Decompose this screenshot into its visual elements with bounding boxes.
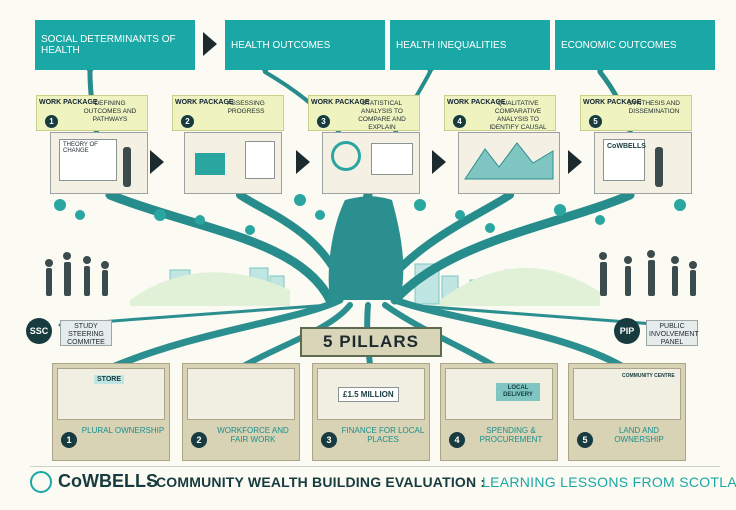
work-package-3: WORK PACKAGE 3 Statistical analysis to c… (308, 95, 420, 139)
outcome-label: Health Outcomes (231, 39, 331, 51)
footer-subtitle: - COMMUNITY WEALTH BUILDING EVALUATION : (147, 474, 486, 490)
pillar-number: 4 (449, 432, 465, 448)
work-package-5: WORK PACKAGE 5 Synthesis and disseminati… (580, 95, 692, 131)
work-package-2: WORK PACKAGE 2 Assessing progress (172, 95, 284, 131)
pillars-title: 5 PILLARS (300, 327, 442, 357)
scene-statistical-analysis (322, 132, 420, 194)
arrow-right-icon (432, 150, 446, 174)
whiteboard: Theory of Change (59, 139, 117, 181)
pillar-2: 2 Workforce and Fair Work (182, 363, 300, 461)
person-figure (123, 147, 131, 187)
pillar-number: 5 (577, 432, 593, 448)
community-centre-sign: COMMUNITY CENTRE (622, 373, 675, 379)
work-package-tag: WORK PACKAGE (311, 99, 370, 106)
work-package-description: Synthesis and dissemination (627, 100, 680, 115)
outcome-health: Health Outcomes (225, 20, 385, 70)
outcome-label: Social Determinants of Health (41, 34, 176, 56)
pillar-label: Plural Ownership (81, 426, 165, 435)
steering-committee-badge: SSC (26, 318, 52, 344)
scene-theory-of-change: Theory of Change (50, 132, 148, 194)
notice-board (245, 141, 275, 179)
pillar-scene: £1.5 MILLION (317, 368, 425, 420)
mountain-chart (464, 142, 554, 180)
work-package-number: 1 (45, 115, 58, 128)
pillar-3: £1.5 MILLION 3 Finance for Local Places (312, 363, 430, 461)
work-package-tag: WORK PACKAGE (39, 99, 98, 106)
tree-logo-icon (30, 471, 52, 493)
delivery-van-sign: LOCAL DELIVERY (496, 383, 540, 401)
steering-committee-label: Study Steering Commitee (60, 320, 112, 346)
pillar-scene (187, 368, 295, 420)
pillar-number: 1 (61, 432, 77, 448)
pillar-4: LOCAL DELIVERY 4 Spending & Procurement (440, 363, 558, 461)
person-figure (655, 147, 663, 187)
footer-tagline: LEARNING LESSONS FROM SCOTLAND (482, 474, 736, 490)
poster: CoWBELLS (603, 139, 646, 181)
pillar-scene: LOCAL DELIVERY (445, 368, 553, 420)
public-involvement-label: Public Involvement Panel (646, 320, 699, 346)
arrow-right-icon (568, 150, 582, 174)
pillar-number: 3 (321, 432, 337, 448)
outcome-economic: Economic Outcomes (555, 20, 715, 70)
work-package-number: 3 (317, 115, 330, 128)
cheque-amount: £1.5 MILLION (338, 387, 399, 402)
tree-trunk (328, 196, 404, 300)
whiteboard-title: Theory of Change (63, 142, 98, 154)
pillar-scene: COMMUNITY CENTRE (573, 368, 681, 420)
scene-synthesis: CoWBELLS (594, 132, 692, 194)
pillar-number: 2 (191, 432, 207, 448)
store-sign: STORE (94, 375, 124, 384)
work-package-description: Defining outcomes and pathways (83, 100, 137, 123)
pillar-label: Workforce and Fair Work (217, 426, 289, 444)
brand-name: CoWBELLS (58, 471, 158, 491)
outcome-label: Economic Outcomes (561, 39, 677, 51)
scene-qualitative-analysis (458, 132, 560, 194)
work-package-tag: WORK PACKAGE (175, 99, 234, 106)
work-package-number: 4 (453, 115, 466, 128)
hill-right (440, 267, 600, 306)
footer-banner: CoWBELLS - COMMUNITY WEALTH BUILDING EVA… (30, 466, 736, 497)
hill-left (130, 272, 290, 306)
outcome-social-determinants: Social Determinants of Health (35, 20, 195, 70)
work-package-number: 2 (181, 115, 194, 128)
computer-monitor (195, 153, 225, 175)
cycle-diagram (331, 141, 361, 171)
public-involvement-badge: PIP (614, 318, 640, 344)
community-people (45, 250, 697, 296)
pillar-label: Spending & Procurement (479, 426, 543, 444)
work-package-description: Assessing progress (227, 100, 265, 115)
pillar-1: STORE 1 Plural Ownership (52, 363, 170, 461)
work-package-tag: WORK PACKAGE (583, 99, 642, 106)
work-package-1: WORK PACKAGE 1 Defining outcomes and pat… (36, 95, 148, 131)
poster-title: CoWBELLS (607, 143, 646, 150)
arrow-right-icon (203, 32, 217, 56)
work-package-number: 5 (589, 115, 602, 128)
outcome-label: Health Inequalities (396, 39, 507, 51)
outcome-health-inequalities: Health Inequalities (390, 20, 550, 70)
work-package-4: WORK PACKAGE 4 Qualitative comparative a… (444, 95, 556, 139)
work-package-tag: WORK PACKAGE (447, 99, 506, 106)
pillar-label: Finance for Local Places (341, 426, 425, 444)
arrow-right-icon (296, 150, 310, 174)
chart-board (371, 143, 413, 175)
pillar-scene: STORE (57, 368, 165, 420)
scene-assessing-progress (184, 132, 282, 194)
pillar-5: COMMUNITY CENTRE 5 Land and Ownership (568, 363, 686, 461)
arrow-right-icon (150, 150, 164, 174)
pillar-label: Land and Ownership (614, 426, 664, 444)
